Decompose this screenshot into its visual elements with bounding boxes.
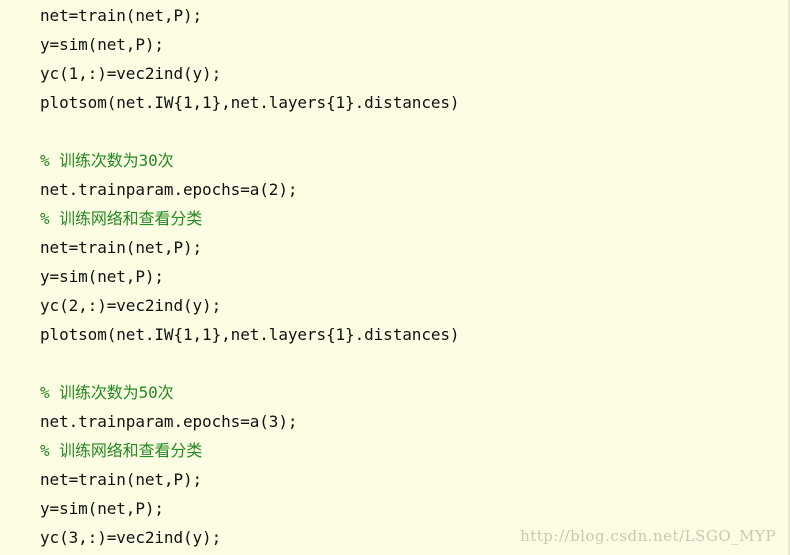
code-line: yc(2,:)=vec2ind(y); <box>40 296 222 315</box>
code-line: y=sim(net,P); <box>40 499 164 518</box>
comment-line: % 训练次数为30次 <box>40 151 174 170</box>
code-line: y=sim(net,P); <box>40 267 164 286</box>
code-line: net=train(net,P); <box>40 6 203 25</box>
comment-line: % 训练网络和查看分类 <box>40 441 203 460</box>
code-line: plotsom(net.IW{1,1},net.layers{1}.distan… <box>40 93 460 112</box>
watermark: http://blog.csdn.net/LSGO_MYP <box>520 527 776 545</box>
code-line: net=train(net,P); <box>40 238 203 257</box>
code-line: plotsom(net.IW{1,1},net.layers{1}.distan… <box>40 325 460 344</box>
code-line: net.trainparam.epochs=a(2); <box>40 180 298 199</box>
code-line: net.trainparam.epochs=a(3); <box>40 412 298 431</box>
code-line: yc(1,:)=vec2ind(y); <box>40 64 222 83</box>
code-line: y=sim(net,P); <box>40 35 164 54</box>
code-line: yc(3,:)=vec2ind(y); <box>40 528 222 547</box>
comment-line: % 训练次数为50次 <box>40 383 174 402</box>
comment-line: % 训练网络和查看分类 <box>40 209 203 228</box>
code-line: net=train(net,P); <box>40 470 203 489</box>
